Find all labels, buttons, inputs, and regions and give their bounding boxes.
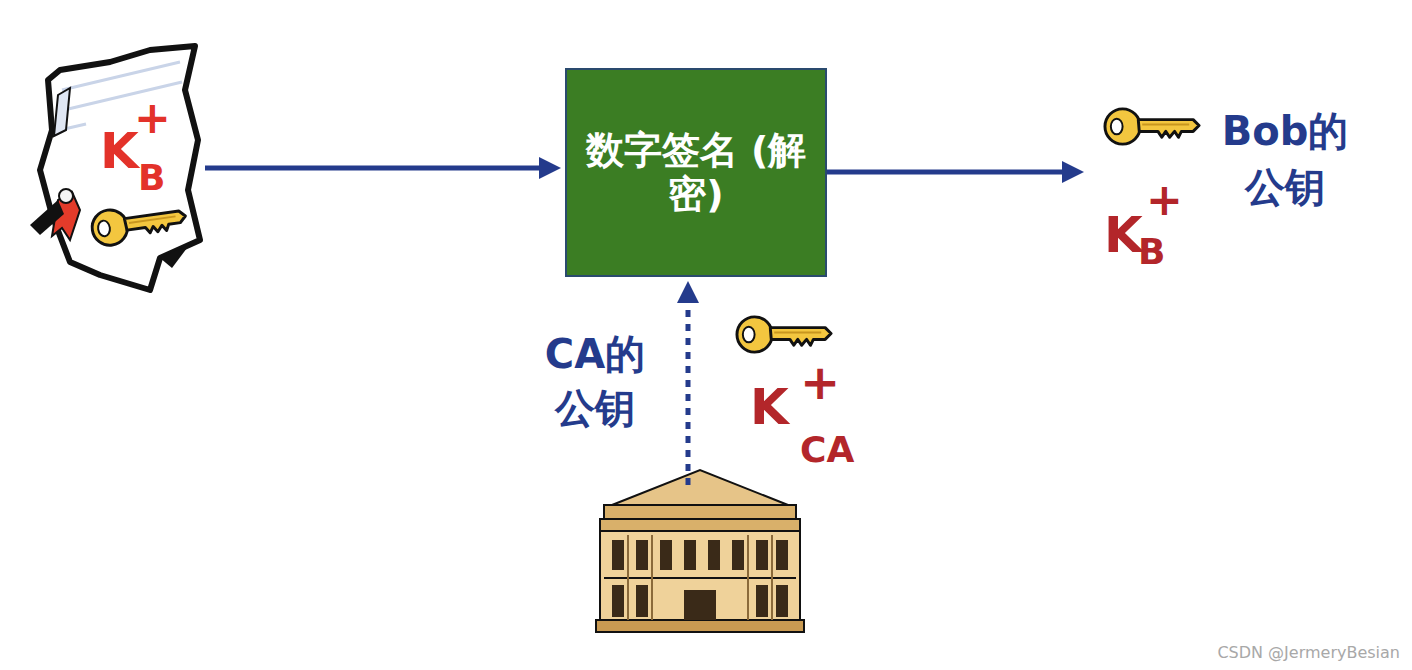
connector-line bbox=[205, 166, 543, 171]
subscript: B bbox=[138, 157, 165, 198]
connector-arrow bbox=[205, 157, 561, 179]
certificate: K+ B bbox=[30, 45, 205, 295]
key-icon bbox=[1105, 109, 1199, 144]
public-key-result: Bob的 公钥 K+ B bbox=[1088, 95, 1378, 285]
watermark: CSDN @JermeryBesian bbox=[1217, 643, 1400, 662]
subscript: CA bbox=[800, 429, 854, 470]
ca-building-icon bbox=[596, 470, 804, 632]
arrowhead bbox=[1062, 161, 1084, 183]
key-symbol: K bbox=[750, 379, 789, 437]
key-symbol: K bbox=[1104, 207, 1143, 265]
key-caption: Bob的 公钥 bbox=[1200, 103, 1370, 215]
certificate-icon bbox=[30, 46, 200, 290]
certificate-authority: CA的 公钥K+CA bbox=[600, 487, 800, 632]
arrowhead bbox=[677, 281, 699, 303]
connector-arrow bbox=[677, 281, 699, 485]
connector-line bbox=[827, 170, 1066, 175]
connector-arrow bbox=[827, 161, 1084, 183]
seal-ribbon bbox=[30, 189, 80, 240]
connector-line bbox=[686, 299, 691, 485]
key-caption: CA的 公钥 bbox=[520, 327, 670, 435]
superscript: + bbox=[134, 93, 171, 144]
subscript: B bbox=[1138, 231, 1165, 272]
process-box: 数字签名 (解密) bbox=[565, 68, 827, 277]
key-icon bbox=[737, 317, 831, 352]
key-symbol: K bbox=[100, 123, 139, 181]
arrowhead bbox=[539, 157, 561, 179]
box-label: 数字签名 (解密) bbox=[579, 129, 813, 216]
superscript: + bbox=[800, 355, 840, 410]
superscript: + bbox=[1146, 175, 1183, 226]
